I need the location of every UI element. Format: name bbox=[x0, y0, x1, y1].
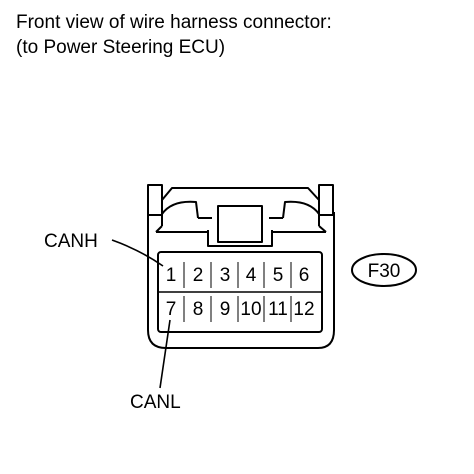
pin-6: 6 bbox=[299, 265, 310, 286]
pin-12: 12 bbox=[293, 299, 314, 320]
pin-10: 10 bbox=[240, 299, 261, 320]
connector-housing bbox=[147, 184, 335, 349]
connector-code-badge bbox=[351, 253, 417, 287]
pin-4: 4 bbox=[246, 265, 257, 286]
pin-row-1: 1 2 3 4 5 6 bbox=[166, 265, 310, 286]
pin-1: 1 bbox=[166, 265, 177, 286]
pin-3: 3 bbox=[220, 265, 231, 286]
pin-2: 2 bbox=[193, 265, 204, 286]
pin-row-2: 7 8 9 10 11 12 bbox=[166, 299, 315, 320]
diagram-title-line2: (to Power Steering ECU) bbox=[16, 37, 226, 58]
pin-8: 8 bbox=[193, 299, 204, 320]
canl-leader-line bbox=[159, 319, 171, 389]
pin-5: 5 bbox=[273, 265, 284, 286]
canh-label: CANH bbox=[44, 231, 98, 252]
diagram-title-line1: Front view of wire harness connector: bbox=[16, 12, 332, 33]
pin-9: 9 bbox=[220, 299, 231, 320]
pin-separators bbox=[183, 262, 292, 322]
canh-leader-line bbox=[111, 239, 164, 267]
connector-code: F30 bbox=[368, 261, 401, 282]
canl-label: CANL bbox=[130, 392, 181, 413]
pin-11: 11 bbox=[268, 299, 288, 320]
pin-7: 7 bbox=[166, 299, 177, 320]
